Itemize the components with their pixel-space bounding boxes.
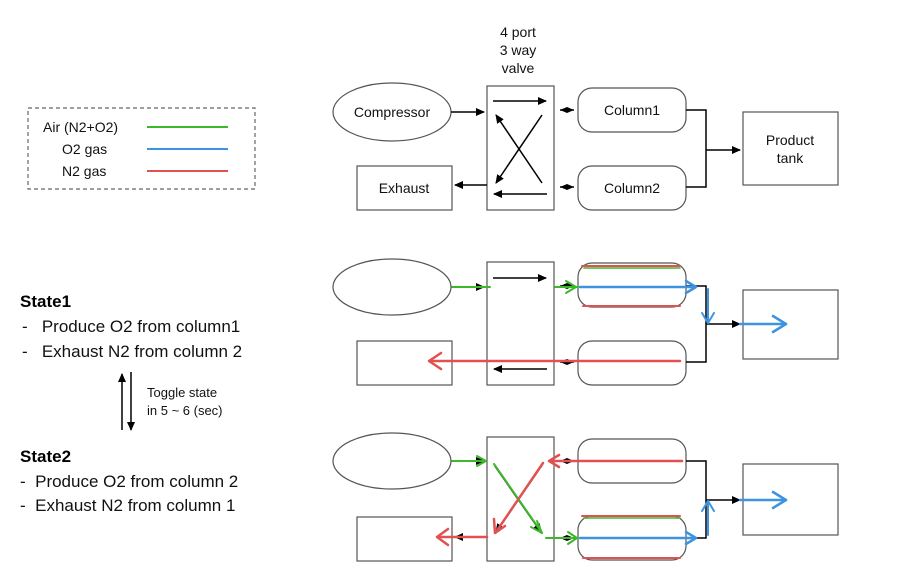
column2-label: Column2 [604,180,660,196]
top-schematic: 4 port 3 way valve Compressor Exhaust Co… [332,24,839,211]
column1-label: Column1 [604,102,660,118]
state2-column-merge-line [686,460,707,539]
valve-title-line3: valve [502,60,535,76]
state1-line1: - Produce O2 from column1 [22,317,240,336]
valve-title-line1: 4 port [500,24,536,40]
state1-column1 [577,262,687,308]
state2-line2: - Exhaust N2 from column 1 [20,496,235,515]
exhaust-box [356,165,453,211]
state2-text: State2 - Produce O2 from column 2 - Exha… [20,447,238,515]
state1-n2-flow [427,265,682,371]
valve-arrow-cross-down [495,114,543,184]
state1-column2 [577,340,687,386]
state1-title: State1 [20,292,71,311]
state1-line2: - Exhaust N2 from column 2 [22,342,242,361]
toggle-line1: Toggle state [147,385,217,400]
state1-air-flow [451,267,681,294]
legend-label-n2: N2 gas [62,163,106,179]
legend-label-o2: O2 gas [62,141,107,157]
state1-column-merge-line [686,285,707,363]
column2 [577,165,687,211]
state1-schematic [332,258,839,386]
legend-label-air: Air (N2+O2) [43,119,118,135]
state1-o2-flow [578,279,788,334]
legend-box [27,107,256,190]
toggle-line2: in 5 ~ 6 (sec) [147,403,223,418]
product-tank [742,111,839,186]
state2-title: State2 [20,447,71,466]
column-merge-line [686,109,707,188]
state2-schematic [332,432,839,562]
state1-compressor [332,258,452,316]
valve-title-line2: 3 way [500,42,537,58]
exhaust-label: Exhaust [379,180,430,196]
state2-valve-box [486,436,555,562]
state2-exhaust-box [356,516,453,562]
state2-o2-flow [578,490,788,546]
state1-text: State1 - Produce O2 from column1 - Exhau… [20,292,242,361]
compressor-label: Compressor [354,104,431,120]
product-tank-label-line2: tank [777,150,804,166]
state1-valve-box [486,261,555,386]
toggle-indicator: Toggle state in 5 ~ 6 (sec) [118,372,223,431]
state2-n2-flow [435,453,684,559]
legend: Air (N2+O2) O2 gas N2 gas [27,107,256,190]
state2-compressor [332,432,452,490]
state1-exhaust-box [356,340,453,386]
product-tank-label-line1: Product [766,132,814,148]
state2-line1: - Produce O2 from column 2 [20,472,238,491]
